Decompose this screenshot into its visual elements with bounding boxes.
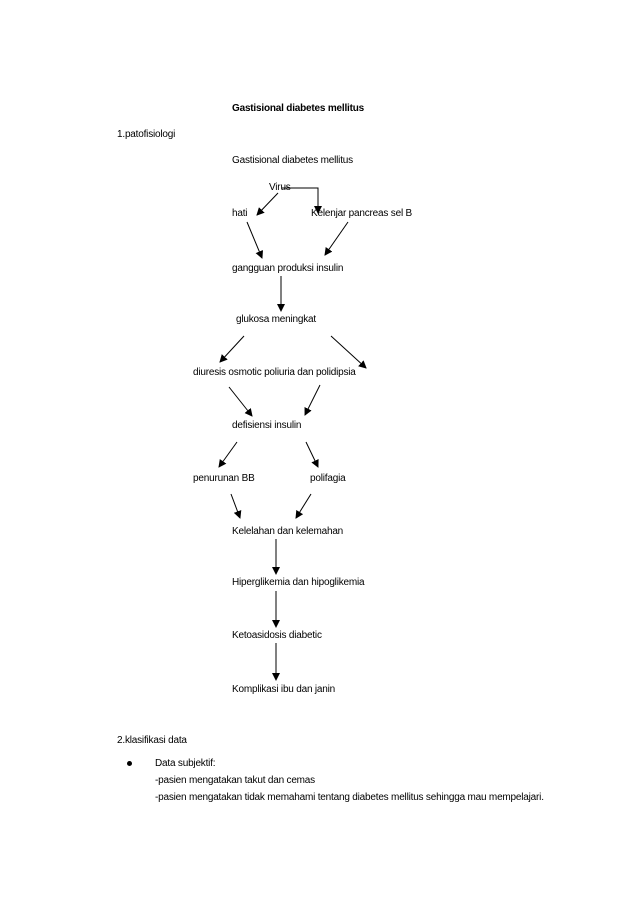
arrow-virus-hati: [256, 192, 279, 216]
arrow-poliuria-defisiensi: [304, 384, 321, 416]
arrow-defisiensi-polifagia: [305, 441, 319, 468]
flow-node-kelelahan: Kelelahan dan kelemahan: [232, 526, 344, 537]
flow-node-kelenjar: Kelenjar pancreas sel B: [311, 208, 413, 219]
arrow-penurunan-kelelahan: [230, 493, 242, 519]
arrow-defisiensi-penurunan: [218, 441, 238, 468]
data-subjektif-item: -pasien mengatakan takut dan cemas: [155, 775, 315, 786]
arrow-kelenjar-gangguan: [324, 221, 349, 256]
arrow-diuresis-defisiensi: [228, 386, 253, 417]
flow-node-ketoasidosis: Ketoasidosis diabetic: [232, 630, 322, 641]
data-subjektif-label: Data subjektif:: [155, 758, 216, 769]
arrow-hati-gangguan: [246, 221, 263, 259]
arrow-glukosa-polidipsia: [330, 335, 367, 369]
flow-node-komplikasi: Komplikasi ibu dan janin: [232, 684, 336, 695]
flow-node-hiperglikemia: Hiperglikemia dan hipoglikemia: [232, 577, 365, 588]
flow-node-virus: Virus: [269, 182, 291, 193]
flow-node-glukosa: glukosa meningkat: [236, 314, 316, 325]
data-subjektif-item: -pasien mengatakan tidak memahami tentan…: [155, 792, 544, 803]
section-heading-klasifikasi: 2.klasifikasi data: [117, 735, 187, 746]
section-heading-patofisiologi: 1.patofisiologi: [117, 129, 176, 140]
flow-node-penurunan: penurunan BB: [193, 473, 255, 484]
document-title: Gastisional diabetes mellitus: [232, 103, 365, 114]
flow-node-diuresis: diuresis osmotic poliuria dan polidipsia: [193, 367, 356, 378]
arrow-polifagia-kelelahan: [295, 493, 312, 519]
bullet-icon: [127, 761, 132, 766]
flow-node-root: Gastisional diabetes mellitus: [232, 155, 353, 166]
flow-node-gangguan: gangguan produksi insulin: [232, 263, 344, 274]
flow-node-hati: hati: [232, 208, 248, 219]
flow-node-polifagia: polifagia: [310, 473, 346, 484]
flow-node-defisiensi: defisiensi insulin: [232, 420, 302, 431]
arrow-glukosa-diuresis: [219, 335, 245, 363]
